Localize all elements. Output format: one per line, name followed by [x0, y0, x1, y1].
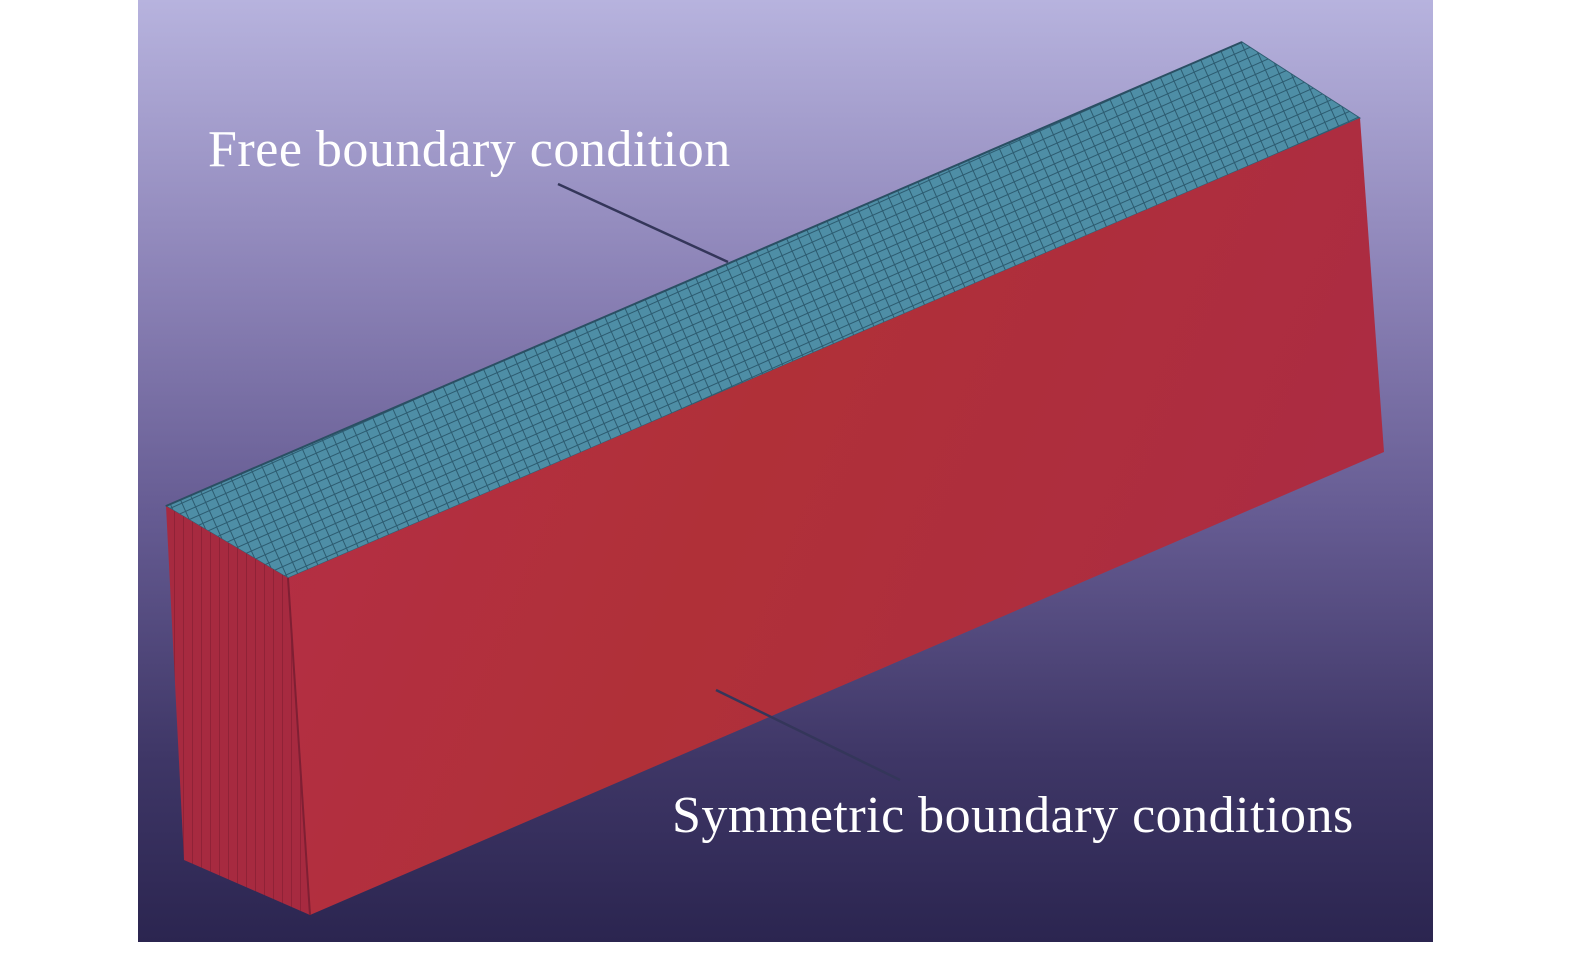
front-face-symmetric-boundary — [288, 118, 1384, 915]
free-boundary-label: Free boundary condition — [208, 121, 731, 178]
symmetric-boundary-label: Symmetric boundary conditions — [672, 787, 1354, 844]
model-edge — [287, 577, 311, 916]
end-face — [166, 506, 310, 915]
model-viewport: Free boundary condition Symmetric bounda… — [138, 0, 1433, 942]
mesh-model-scene — [138, 0, 1433, 942]
symmetric-boundary-leader-line — [715, 688, 901, 782]
model-edge — [165, 41, 1243, 507]
free-boundary-leader-line — [557, 182, 729, 264]
